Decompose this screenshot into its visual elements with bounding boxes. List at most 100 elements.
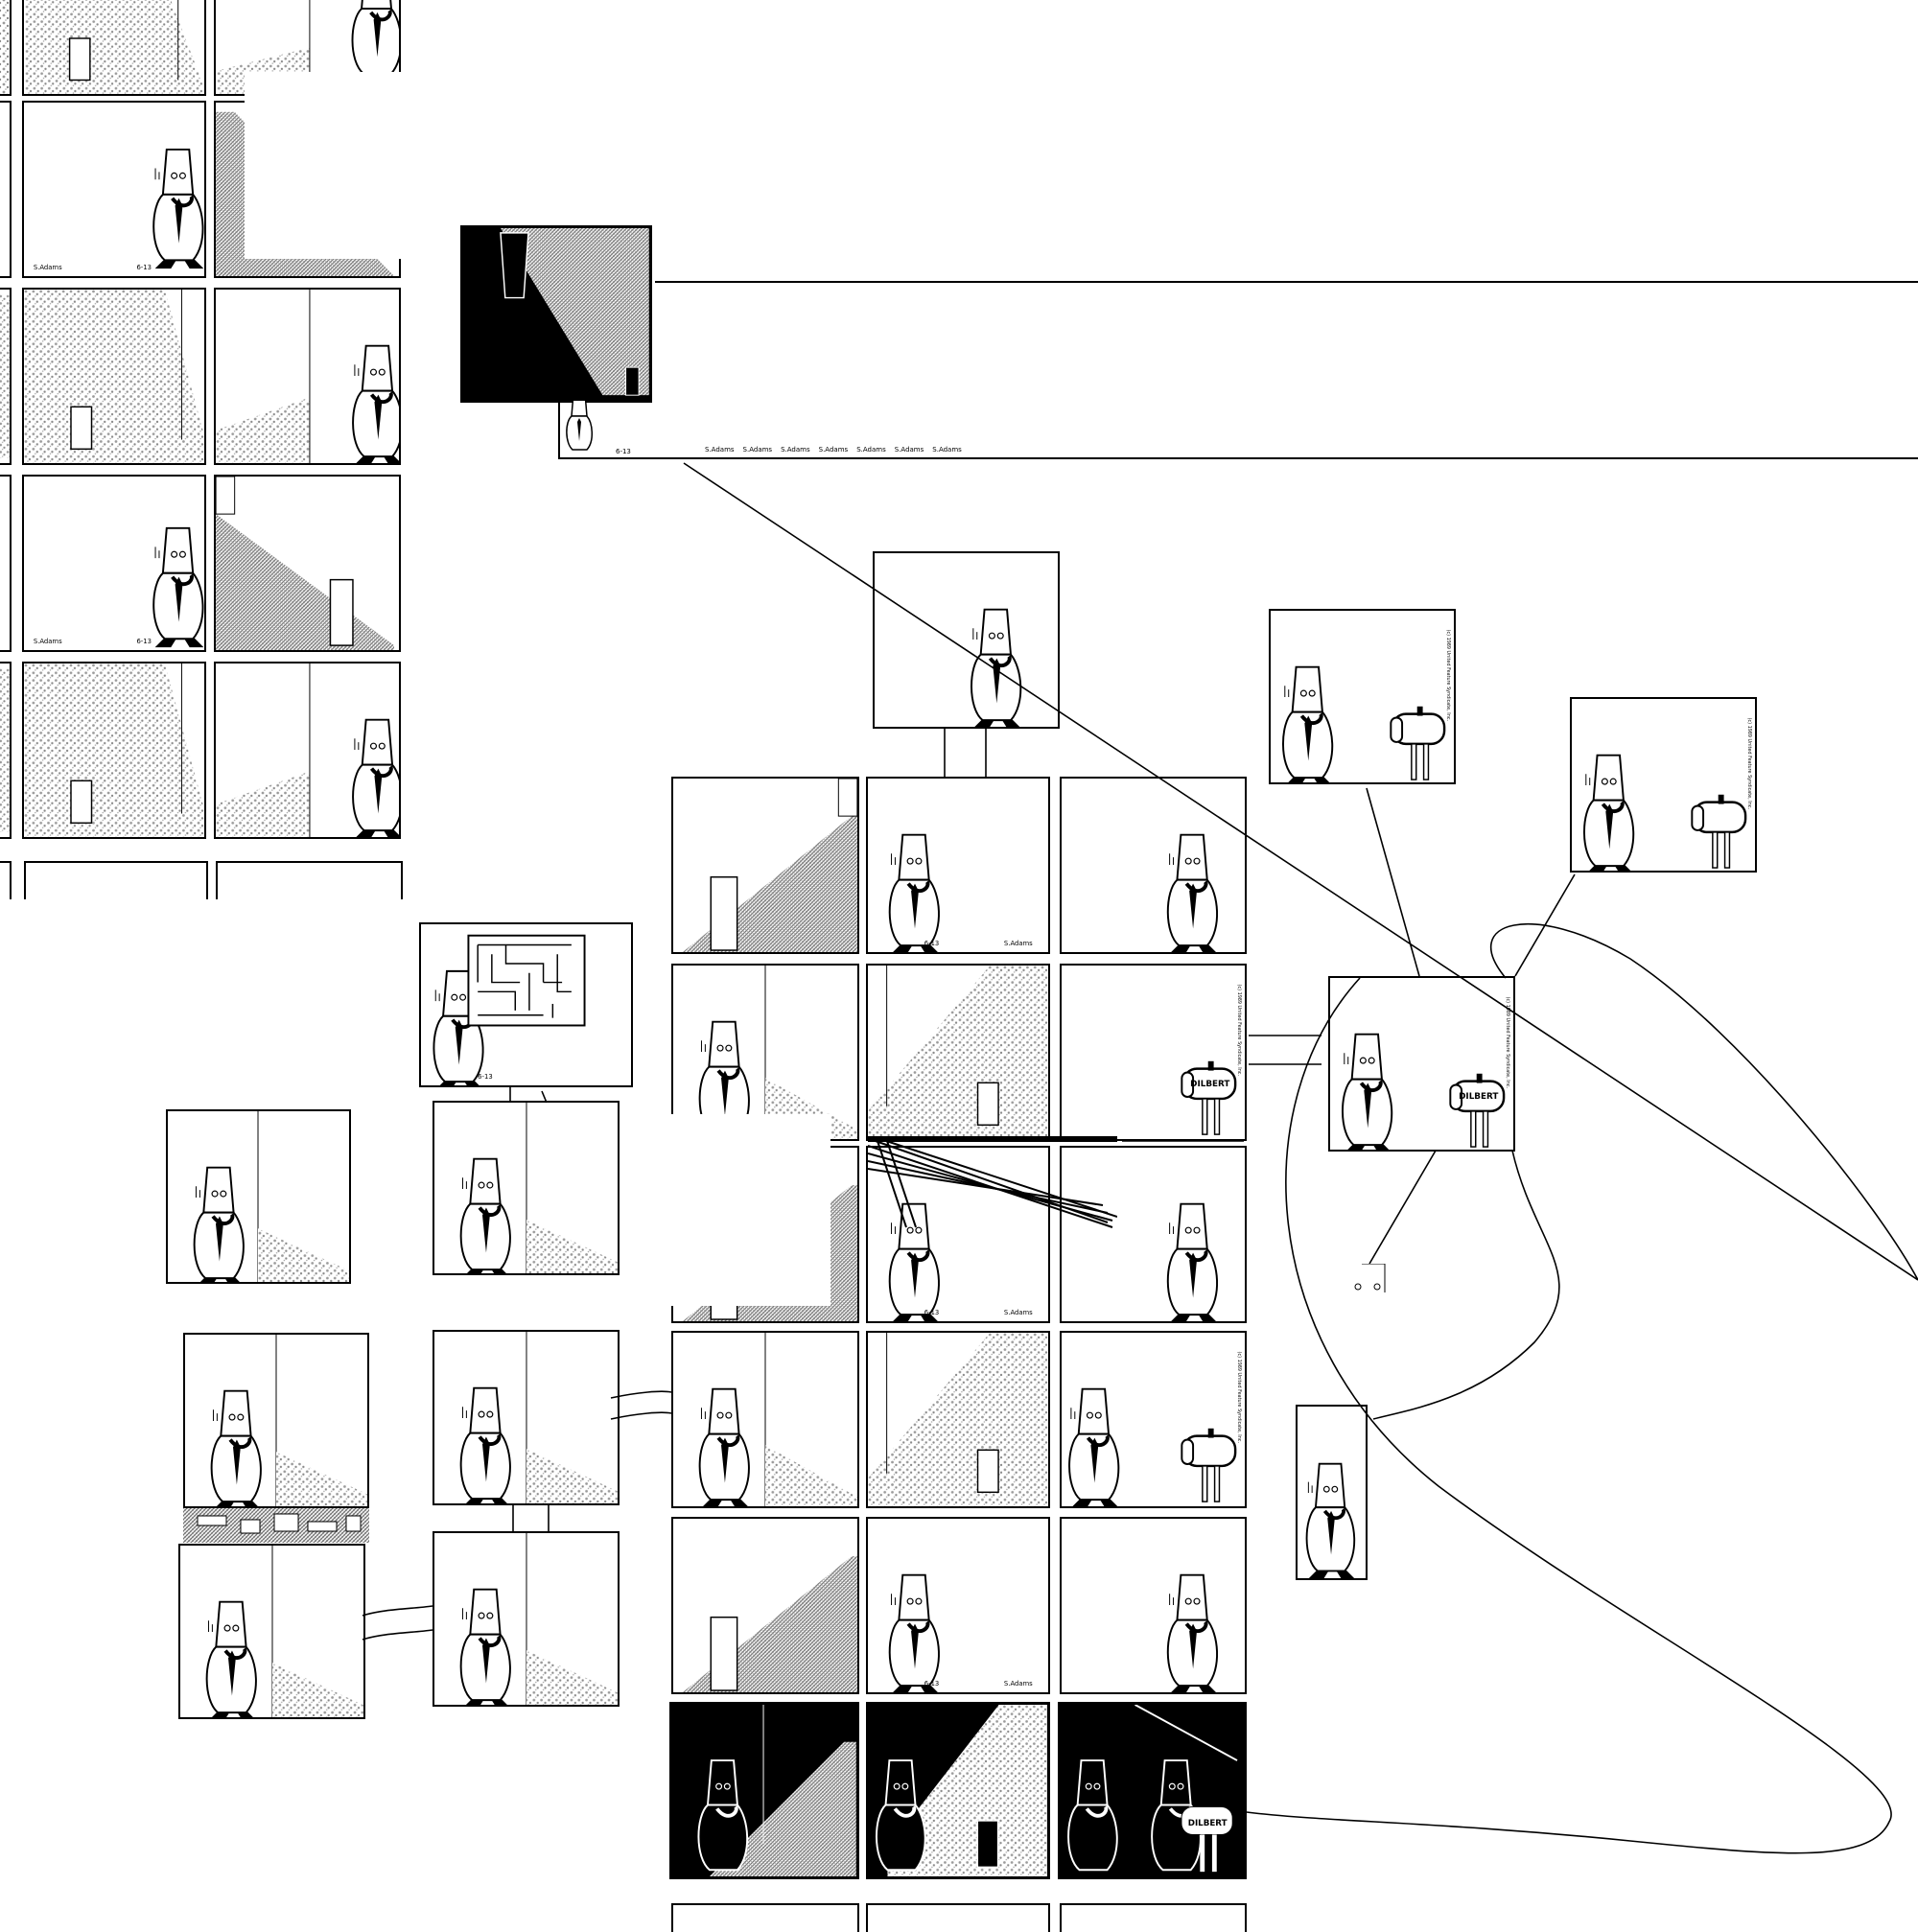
mailbox-label: DILBERT bbox=[1190, 1080, 1229, 1089]
dilbert-walking-art bbox=[458, 1332, 618, 1503]
comic-panel-mailbox-labeled[interactable]: DILBERT (c) 1989 United Feature Syndicat… bbox=[1328, 976, 1515, 1152]
dilbert-walking-art bbox=[697, 966, 857, 1139]
comic-panel-hallway[interactable] bbox=[866, 1331, 1050, 1508]
signature-text: S.Adams bbox=[818, 446, 849, 454]
comic-panel[interactable] bbox=[0, 0, 12, 96]
comic-panel-dilbert-walking[interactable] bbox=[1060, 1517, 1247, 1694]
dark-door-art bbox=[500, 228, 649, 396]
comic-panel-narrow[interactable] bbox=[1296, 1405, 1368, 1580]
comic-panel[interactable] bbox=[0, 101, 12, 278]
panel-art bbox=[0, 668, 10, 832]
date-mark: 6-13 bbox=[136, 264, 151, 271]
comic-panel-shadow-door[interactable] bbox=[671, 1517, 859, 1694]
shadow-door-art bbox=[682, 1556, 857, 1692]
glitch-stripes bbox=[868, 1136, 1117, 1228]
comic-panel-hallway[interactable] bbox=[22, 0, 206, 96]
svg-text:6-13: 6-13 bbox=[924, 1680, 940, 1688]
comic-panel[interactable] bbox=[216, 861, 403, 899]
dark-hallway-art bbox=[875, 1705, 1047, 1876]
shadow-art bbox=[216, 477, 394, 650]
comic-panel-dark-shadow[interactable] bbox=[669, 1702, 859, 1879]
comic-panel[interactable] bbox=[0, 861, 12, 899]
mailbox-art: (c) 1989 United Feature Syndicate, Inc. bbox=[1582, 718, 1752, 871]
long-strip-frame bbox=[655, 281, 1918, 283]
comic-panel[interactable] bbox=[1060, 1903, 1247, 1932]
comic-panel-walking-left[interactable] bbox=[671, 1331, 859, 1508]
comic-panel-walking[interactable] bbox=[178, 1544, 365, 1719]
dilbert-standing-art bbox=[1304, 1461, 1357, 1578]
comic-panel-empty-room[interactable]: S.Adams 6-13 bbox=[22, 475, 206, 652]
comic-panel-maze[interactable]: 6-13 bbox=[419, 922, 633, 1087]
dilbert-walking-art bbox=[458, 1103, 618, 1273]
dilbert-standing-art bbox=[970, 607, 1023, 727]
mailbox-art: (c) 1989 United Feature Syndicate, Inc. bbox=[1067, 1352, 1242, 1506]
signature-text: S.Adams bbox=[705, 446, 735, 454]
signature-mark: S.Adams bbox=[1004, 940, 1033, 947]
comic-panel-empty-room[interactable]: S.Adams 6-13 bbox=[22, 101, 206, 278]
comic-panel-dilbert-walking[interactable]: 6-13 S.Adams bbox=[866, 777, 1050, 954]
comic-panel[interactable] bbox=[24, 861, 208, 899]
comic-panel-dilbert-walking[interactable] bbox=[1060, 777, 1247, 954]
comic-panel-hallway[interactable] bbox=[22, 288, 206, 465]
comic-panel[interactable] bbox=[0, 662, 12, 839]
dark-walking-art bbox=[696, 1705, 856, 1876]
comic-panel-mailbox[interactable]: (c) 1989 United Feature Syndicate, Inc. bbox=[1060, 1331, 1247, 1508]
signature-text: S.Adams bbox=[932, 446, 962, 454]
comic-panel-mailbox[interactable]: (c) 1989 United Feature Syndicate, Inc. bbox=[1269, 609, 1456, 784]
comic-panel-dilbert-walking[interactable]: 6-13 S.Adams bbox=[866, 1517, 1050, 1694]
comic-panel[interactable] bbox=[0, 475, 12, 652]
signature-text: S.Adams bbox=[894, 446, 924, 454]
svg-text:6-13: 6-13 bbox=[924, 1309, 940, 1316]
tiny-thumbnail bbox=[1354, 1264, 1386, 1292]
shadow-door-art bbox=[682, 779, 857, 952]
signature-text: S.Adams bbox=[781, 446, 810, 454]
svg-text:S.Adams: S.Adams bbox=[1004, 1309, 1033, 1316]
dilbert-walking-art bbox=[458, 1533, 618, 1705]
comic-panel-walking[interactable] bbox=[166, 1109, 351, 1284]
cropped-region bbox=[245, 72, 412, 259]
comic-panel-walking[interactable] bbox=[433, 1531, 620, 1707]
comic-panel-hallway[interactable] bbox=[866, 964, 1050, 1141]
s-curve bbox=[1372, 1150, 1560, 1420]
mailbox-art: DILBERT (c) 1989 United Feature Syndicat… bbox=[1181, 985, 1242, 1136]
svg-text:S.Adams: S.Adams bbox=[1004, 1680, 1033, 1688]
maze-icon bbox=[477, 943, 572, 1018]
fence-strip bbox=[183, 1508, 369, 1543]
comic-panel[interactable] bbox=[866, 1903, 1050, 1932]
comic-panel-dilbert-alone[interactable] bbox=[873, 551, 1060, 729]
signature-repeat: S.Adams S.Adams S.Adams S.Adams S.Adams … bbox=[705, 446, 962, 454]
comic-panel-walking[interactable] bbox=[214, 288, 401, 465]
comic-panel-walking[interactable] bbox=[214, 662, 401, 839]
comic-panel[interactable] bbox=[671, 1903, 859, 1932]
hallway-door-art bbox=[868, 1333, 1048, 1506]
comic-panel-shadow[interactable] bbox=[214, 475, 401, 652]
mailbox-art: (c) 1989 United Feature Syndicate, Inc. bbox=[1281, 630, 1451, 782]
dilbert-walking-art bbox=[192, 1111, 349, 1282]
maze-art: 6-13 bbox=[432, 934, 586, 1085]
comic-panel-dark-hallway[interactable] bbox=[866, 1702, 1050, 1879]
comic-panel-shadow-door[interactable] bbox=[671, 777, 859, 954]
signature-mark: S.Adams bbox=[34, 264, 62, 271]
mailbox-label: DILBERT bbox=[1459, 1092, 1498, 1102]
svg-text:6-13: 6-13 bbox=[136, 638, 151, 645]
strip-date: 6-13 bbox=[616, 448, 631, 455]
dilbert-walking-art bbox=[697, 1333, 857, 1506]
mailbox-art: DILBERT (c) 1989 United Feature Syndicat… bbox=[1341, 997, 1510, 1150]
comic-panel-walking[interactable] bbox=[433, 1101, 620, 1275]
dilbert-walking-art bbox=[216, 290, 399, 463]
dilbert-walking-art: 6-13 S.Adams bbox=[887, 1201, 1033, 1321]
comic-panel-walking[interactable] bbox=[183, 1333, 369, 1508]
comic-panel-dark-mailbox[interactable]: DILBERT bbox=[1058, 1702, 1247, 1879]
comic-panel-walking[interactable] bbox=[433, 1330, 620, 1505]
svg-text:(c) 1989 United Feature Syndic: (c) 1989 United Feature Syndicate, Inc. bbox=[1236, 1352, 1242, 1444]
dilbert-walking-art bbox=[1165, 832, 1220, 952]
comic-panel-hallway[interactable] bbox=[22, 662, 206, 839]
panel-art bbox=[0, 0, 10, 94]
comic-panel-mailbox[interactable]: (c) 1989 United Feature Syndicate, Inc. bbox=[1570, 697, 1757, 873]
dilbert-standing-art: S.Adams 6-13 bbox=[34, 147, 204, 271]
comic-panel[interactable] bbox=[0, 288, 12, 465]
comic-panel-mailbox[interactable]: DILBERT (c) 1989 United Feature Syndicat… bbox=[1060, 964, 1247, 1141]
svg-text:(c) 1989 United Feature Syndic: (c) 1989 United Feature Syndicate, Inc. bbox=[1505, 997, 1510, 1089]
svg-text:S.Adams: S.Adams bbox=[34, 638, 62, 645]
comic-panel-dark-door[interactable] bbox=[460, 225, 652, 403]
